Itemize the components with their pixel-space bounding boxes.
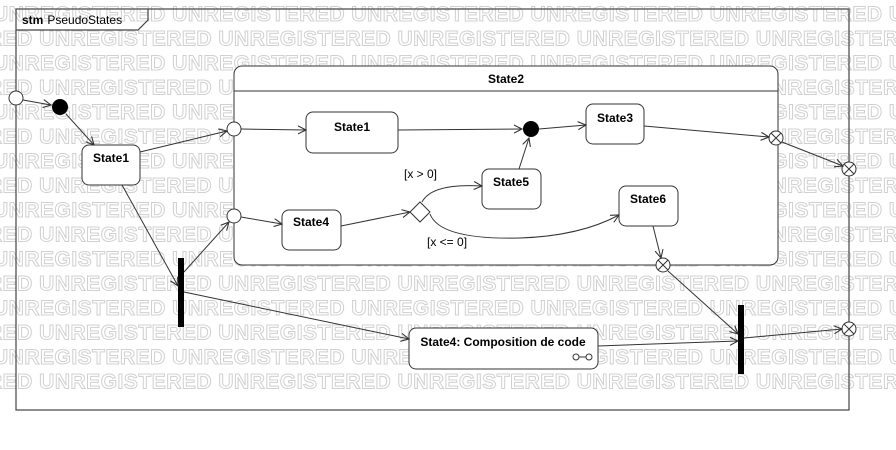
choice-node[interactable]	[409, 201, 431, 223]
state1-outer[interactable]	[81, 144, 141, 186]
transition-fork-to-submachine[interactable]	[183, 291, 409, 339]
state1-inner-label: State1	[334, 120, 370, 134]
submachine-icon	[572, 353, 593, 361]
entry-point-1[interactable]	[226, 121, 242, 137]
submachine-state[interactable]	[408, 327, 599, 370]
submachine-state-label: State4: Composition de code	[420, 335, 586, 349]
watermark-row: UNREGISTERED UNREGISTERED UNREGISTERED U…	[0, 371, 896, 394]
entry-point-2[interactable]	[226, 208, 242, 224]
watermark-row: UNREGISTERED UNREGISTERED UNREGISTERED U…	[0, 297, 896, 320]
composite-state-title: State2	[488, 72, 524, 86]
transition-fork-to-entry2[interactable]	[183, 222, 229, 273]
frame-title: stm PseudoStates	[22, 13, 122, 27]
fork-bar[interactable]	[178, 258, 184, 327]
exit-point-state2-bottom[interactable]	[655, 257, 671, 273]
transition-entry-to-initial[interactable]	[22, 100, 51, 105]
transition-initial-to-state3[interactable]	[538, 125, 586, 129]
state6-label: State6	[630, 192, 666, 206]
transition-entry2-to-state4[interactable]	[240, 216, 282, 224]
join-bar[interactable]	[738, 305, 744, 374]
state5-label: State5	[493, 175, 529, 189]
transition-exit-to-join[interactable]	[667, 270, 738, 334]
state1-outer-label: State1	[93, 151, 129, 165]
transition-state1-to-initial[interactable]	[397, 129, 522, 130]
transition-join-to-frame-exit[interactable]	[743, 329, 842, 339]
transition-choice-to-state6[interactable]	[429, 213, 619, 239]
guard-x-less-equal-0: [x <= 0]	[427, 235, 467, 249]
exit-point-frame-top[interactable]	[841, 161, 857, 177]
transition-state1-to-entry1[interactable]	[139, 131, 227, 153]
initial-state-inner[interactable]	[523, 121, 539, 137]
transition-submachine-to-join[interactable]	[597, 341, 738, 347]
exit-point-frame-bottom[interactable]	[841, 321, 857, 337]
watermark-row: UNREGISTERED UNREGISTERED UNREGISTERED U…	[0, 28, 896, 51]
transition-state4-to-choice[interactable]	[340, 212, 410, 227]
frame-keyword: stm	[22, 13, 43, 27]
transition-state5-to-initial[interactable]	[518, 138, 529, 170]
frame-name: PseudoStates	[47, 13, 122, 27]
transition-state1-to-fork[interactable]	[121, 184, 178, 286]
state3-label: State3	[597, 111, 633, 125]
watermark-row: UNREGISTERED UNREGISTERED UNREGISTERED U…	[0, 273, 896, 296]
state4-inner-label: State4	[293, 215, 329, 229]
diagram-frame	[15, 8, 850, 411]
initial-state-outer[interactable]	[52, 99, 68, 115]
transition-entry1-to-state1[interactable]	[240, 129, 306, 130]
transition-exit-to-frame-exit[interactable]	[781, 141, 843, 166]
watermark-row: UNREGISTERED UNREGISTERED UNREGISTERED U…	[0, 3, 896, 26]
transition-state6-to-exit[interactable]	[652, 225, 661, 258]
exit-point-state2-right[interactable]	[768, 130, 784, 146]
transition-choice-to-state5[interactable]	[421, 186, 482, 203]
transition-state3-to-exit[interactable]	[643, 125, 769, 137]
state6[interactable]	[618, 185, 679, 227]
frame-title-tab	[16, 9, 149, 31]
transition-initial-to-state1[interactable]	[65, 113, 94, 145]
state4-inner[interactable]	[281, 209, 342, 251]
entry-point-outer[interactable]	[8, 90, 24, 106]
guard-x-greater-0: [x > 0]	[404, 167, 437, 181]
